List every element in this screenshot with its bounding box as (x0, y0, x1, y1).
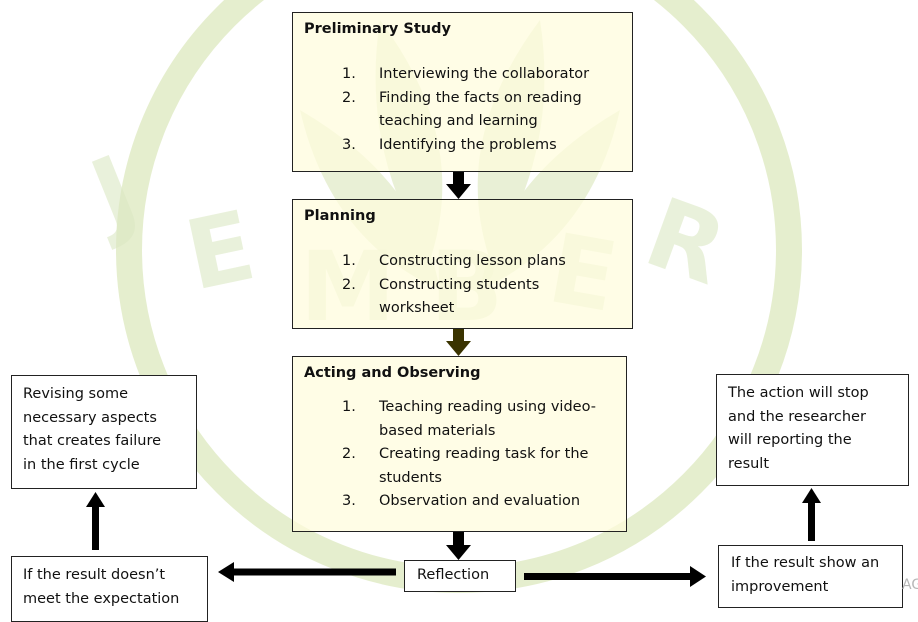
action-stop-text: and the researcher (728, 408, 866, 425)
result-fail-text: If the result doesn’t (23, 567, 166, 583)
step-number: 1. (342, 253, 356, 269)
result-improve-box: If the result show an improvement (718, 545, 903, 608)
action-stop-text: The action will stop (728, 385, 869, 401)
step-item: 2. Constructing students worksheet (304, 274, 624, 321)
preliminary-study-title: Preliminary Study (304, 21, 451, 37)
step-number: 1. (342, 399, 356, 415)
step-item: 3. Observation and evaluation (304, 490, 618, 514)
revising-text: that creates failure (23, 433, 162, 449)
revising-box: Revising some necessary aspects that cre… (11, 375, 197, 489)
step-text: students (379, 469, 442, 486)
action-stop-text: result (728, 455, 770, 472)
step-number: 3. (342, 493, 356, 509)
result-fail-box: If the result doesn’t meet the expectati… (11, 556, 208, 622)
arrow-reflection-to-fail (218, 562, 396, 582)
step-number: 2. (342, 276, 356, 293)
step-text: Teaching reading using video- (379, 399, 596, 415)
step-text: Creating reading task for the (379, 446, 589, 462)
action-stop-text: will reporting the (728, 432, 852, 448)
acting-observing-steps: 1. Teaching reading using video- based m… (304, 396, 618, 514)
arrow-acting-to-reflection (446, 532, 471, 560)
step-item: 3. Identifying the problems (304, 134, 624, 158)
reflection-text: Reflection (417, 567, 490, 583)
preliminary-study-steps: 1. Interviewing the collaborator 2. Find… (304, 63, 624, 157)
corner-logo: AG (902, 578, 918, 593)
svg-text:E: E (176, 189, 263, 312)
step-item: 1. Constructing lesson plans (304, 250, 624, 274)
arrow-preliminary-to-planning (446, 172, 471, 199)
preliminary-study-box: Preliminary Study 1. Interviewing the co… (292, 12, 633, 172)
step-text: worksheet (379, 300, 455, 316)
step-text: Constructing students (379, 276, 540, 293)
result-fail-text: meet the expectation (23, 590, 180, 607)
result-improve-text: If the result show an (731, 555, 880, 571)
result-improve-text: improvement (731, 578, 829, 595)
step-text: based materials (379, 422, 496, 439)
step-number: 2. (342, 89, 356, 106)
arrow-planning-to-acting (446, 329, 471, 356)
step-text: teaching and learning (379, 113, 538, 129)
arrow-improve-to-stop (802, 488, 821, 541)
revising-text: Revising some (23, 386, 129, 402)
step-number: 1. (342, 66, 356, 82)
svg-text:J: J (71, 134, 152, 253)
revising-text: necessary aspects (23, 409, 157, 426)
revising-text: in the first cycle (23, 456, 140, 473)
step-text: Identifying the problems (379, 136, 557, 153)
planning-title: Planning (304, 208, 376, 224)
planning-box: Planning 1. Constructing lesson plans 2.… (292, 199, 633, 329)
step-item: 1. Teaching reading using video- based m… (304, 396, 618, 443)
acting-observing-title: Acting and Observing (304, 365, 481, 381)
reflection-box: Reflection (404, 560, 516, 592)
step-item: 1. Interviewing the collaborator (304, 63, 624, 87)
step-text: Interviewing the collaborator (379, 66, 590, 82)
step-text: Constructing lesson plans (379, 253, 566, 269)
step-number: 3. (342, 136, 356, 153)
step-number: 2. (342, 446, 356, 462)
action-stop-box: The action will stop and the researcher … (716, 374, 909, 486)
svg-text:R: R (632, 176, 740, 307)
step-text: Finding the facts on reading (379, 89, 582, 106)
arrow-reflection-to-improve (524, 566, 706, 587)
step-text: Observation and evaluation (379, 493, 581, 509)
planning-steps: 1. Constructing lesson plans 2. Construc… (304, 250, 624, 321)
step-item: 2. Finding the facts on reading teaching… (304, 87, 624, 134)
acting-observing-box: Acting and Observing 1. Teaching reading… (292, 356, 627, 532)
arrow-fail-to-revising (86, 492, 105, 550)
step-item: 2. Creating reading task for the student… (304, 443, 618, 490)
